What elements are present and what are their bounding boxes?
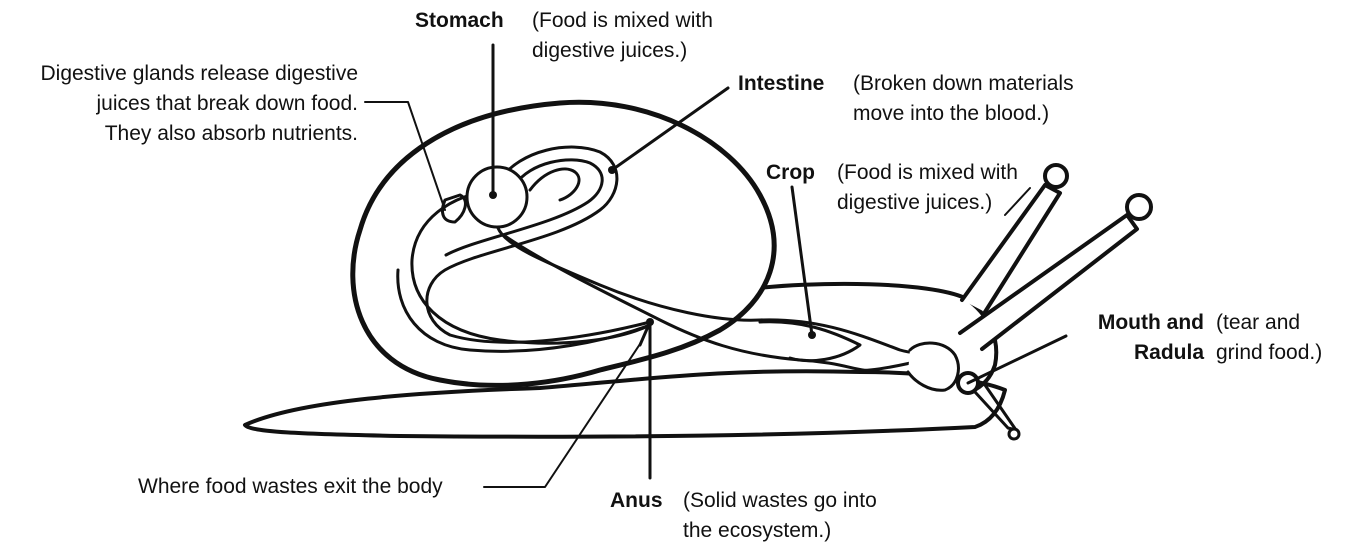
stomach-desc-1: (Food is mixed with [532,8,713,34]
crop-title: Crop [766,160,815,186]
crop-dot [808,331,816,339]
stomach-organ [467,167,527,227]
crop-leader [792,187,812,335]
anus-desc-1: (Solid wastes go into [683,488,877,514]
crop-desc-2: digestive juices.) [837,190,992,216]
stomach-title: Stomach [415,8,504,34]
mouth-title-2: Radula [1040,340,1204,366]
stomach-dot [489,191,497,199]
anus-title: Anus [610,488,663,514]
anus-dot [646,318,654,326]
crop-desc-1: (Food is mixed with [837,160,1018,186]
glands-text-1: Digestive glands release digestive [0,61,358,87]
mouth-desc-2: grind food.) [1216,340,1322,366]
mouth-title-1: Mouth and [1040,310,1204,336]
intestine-desc-1: (Broken down materials [853,71,1074,97]
snail-foot [245,371,1005,437]
waste-exit-text: Where food wastes exit the body [138,474,443,500]
intestine-title: Intestine [738,71,824,97]
mouth-desc-1: (tear and [1216,310,1300,336]
tentacle-left-eye [1045,165,1067,187]
lower-tentacle-tip [1009,429,1019,439]
stomach-desc-2: digestive juices.) [532,38,687,64]
intestine-dot [608,166,616,174]
tentacle-right-eye [1127,195,1151,219]
glands-text-3: They also absorb nutrients. [0,121,358,147]
anus-desc-2: the ecosystem.) [683,518,831,544]
intestine-desc-2: move into the blood.) [853,101,1049,127]
glands-text-2: juices that break down food. [0,91,358,117]
